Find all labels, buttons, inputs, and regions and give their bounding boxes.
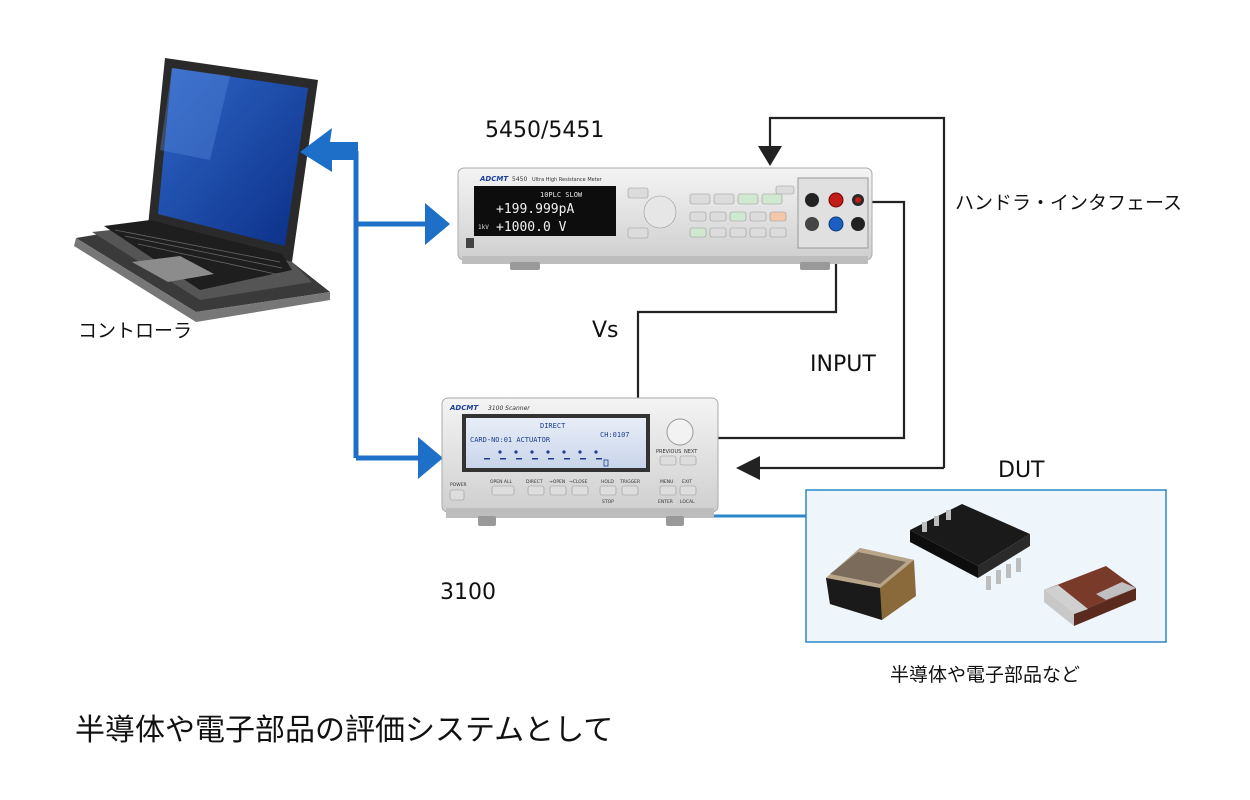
controller-label: コントローラ: [78, 320, 193, 342]
dut-ic-chip: [910, 504, 1030, 590]
meter-terminal-red: [828, 192, 844, 208]
arrow-to-controller: [300, 128, 358, 172]
control-bus-arrows: [300, 128, 450, 479]
handler-interface-wire: [768, 116, 946, 468]
scanner-btn-local: LOCAL: [680, 499, 695, 505]
meter-display-line2: +199.999pA: [496, 202, 574, 217]
meter-display-range: 1kV: [478, 224, 489, 231]
input-label: INPUT: [810, 352, 876, 377]
scanner-btn-next: NEXT: [684, 449, 698, 455]
dut-label: DUT: [998, 458, 1045, 483]
scanner-btn-stop: STOP: [602, 499, 614, 505]
handler-arrow-down: [758, 146, 782, 166]
scanner-btn-previous: PREVIOUS: [656, 449, 681, 455]
scanner-btn-hold: HOLD: [601, 479, 614, 485]
input-wire: [718, 200, 906, 440]
scanner-brand: ADCMT: [449, 404, 479, 412]
meter-5450-device: ADCMT 5450 Ultra High Resistance Meter 1…: [457, 167, 873, 270]
meter-terminal-blue: [828, 216, 844, 232]
meter-brand: ADCMT: [479, 175, 509, 183]
meter-power-switch: [466, 238, 474, 248]
scanner-btn-open-all: OPEN ALL: [490, 479, 512, 485]
scanner-btn-menu: MENU: [660, 479, 673, 485]
meter-terminal-black-1: [805, 193, 819, 207]
signal-wires: [636, 116, 946, 470]
scanner-lcd: [466, 418, 646, 468]
scanner-model-label: 3100: [440, 580, 496, 605]
handler-interface-label: ハンドラ・インタフェース: [955, 192, 1183, 214]
scanner-power-label: POWER: [450, 482, 467, 488]
laptop-controller: [74, 58, 330, 322]
meter-display-line3: +1000.0 V: [496, 220, 567, 235]
scanner-btn-exit: EXIT: [682, 479, 692, 485]
scanner-btn-open: →OPEN: [549, 479, 565, 485]
meter-model-label: 5450/5451: [485, 118, 605, 143]
scanner-lcd-mode: DIRECT: [540, 422, 566, 430]
meter-terminal-black-2: [851, 217, 865, 231]
meter-display-line1: 10PLC SLOW: [540, 191, 583, 199]
page-title: 半導体や電子部品の評価システムとして: [75, 713, 614, 748]
dut-ceramic-capacitor: [1044, 566, 1136, 626]
vs-label: Vs: [592, 318, 619, 343]
scanner-lcd-channel: CH:0107: [600, 431, 630, 439]
scanner-knob: [666, 418, 694, 446]
scanner-btn-enter: ENTER: [658, 499, 673, 505]
vs-wire: [636, 222, 838, 398]
dut-caption: 半導体や電子部品など: [890, 664, 1081, 686]
scanner-btn-direct: DIRECT: [526, 479, 543, 485]
scanner-3100-device: ADCMT 3100 Scanner DIRECT CH:0107 CARD-N…: [441, 397, 719, 526]
meter-terminal-gray: [805, 217, 819, 231]
meter-display: [474, 186, 616, 236]
scanner-btn-close: →CLOSE: [569, 479, 588, 485]
dut-box: [805, 489, 1167, 643]
scanner-lcd-card: CARD-NO:01 ACTUATOR: [470, 436, 551, 444]
arrow-to-meter: [425, 203, 450, 245]
dut-crystal-component: [826, 548, 916, 620]
arrow-to-scanner: [418, 437, 443, 479]
meter-subtitle: Ultra High Resistance Meter: [532, 177, 603, 183]
scanner-model: 3100 Scanner: [488, 405, 530, 412]
meter-model: 5450: [512, 176, 527, 183]
handler-arrow-left: [736, 456, 760, 480]
scanner-btn-trigger: TRIGGER: [619, 479, 640, 485]
